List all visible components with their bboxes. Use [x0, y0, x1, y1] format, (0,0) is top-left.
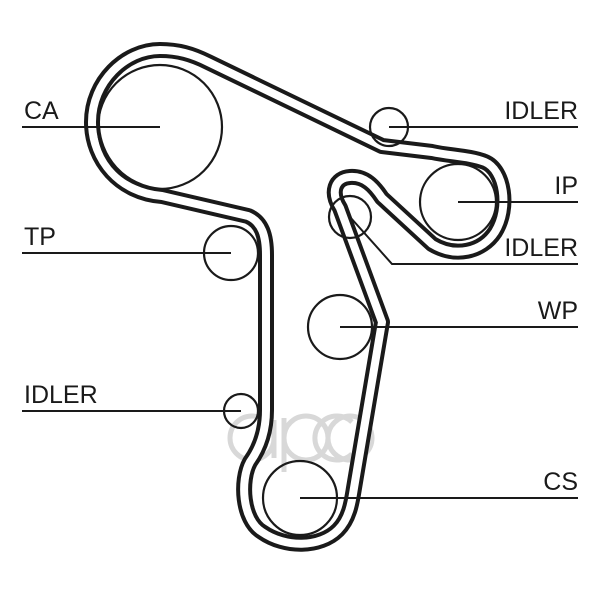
pulley-idler-mid — [327, 194, 373, 240]
pulleys — [96, 63, 498, 537]
label-ca: CA — [24, 97, 59, 125]
leader-lines — [22, 126, 578, 499]
leader-idler-mid — [349, 216, 578, 265]
labels: CA IDLER IP TP IDLER WP IDLER CS — [24, 97, 578, 496]
label-cs: CS — [543, 468, 578, 496]
label-wp: WP — [538, 297, 578, 325]
label-ip: IP — [554, 172, 578, 200]
label-idler-top: IDLER — [504, 97, 578, 125]
label-tp: TP — [24, 223, 56, 251]
timing-belt — [84, 42, 512, 552]
label-idler-bottom: IDLER — [24, 381, 98, 409]
label-idler-mid: IDLER — [504, 234, 578, 262]
